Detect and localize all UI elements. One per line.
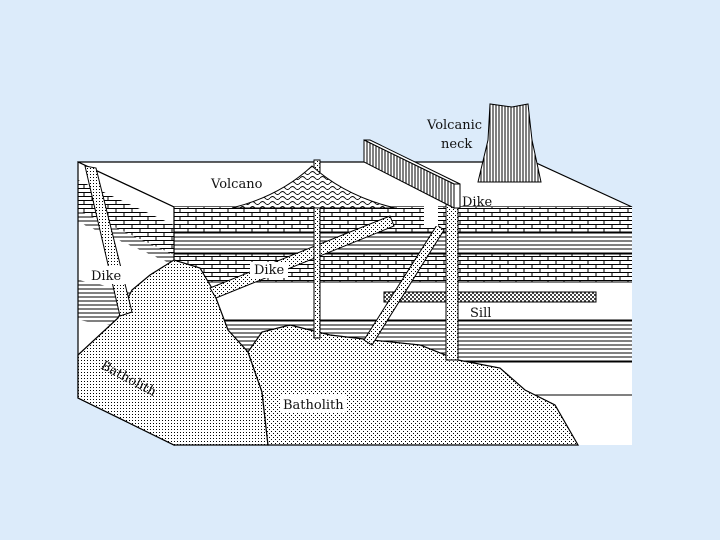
volcano-cone [231, 165, 396, 209]
dike-diagonal-right [363, 224, 445, 346]
limestone-layer [174, 207, 632, 232]
label-volcanic-neck-line2: neck [441, 137, 472, 152]
label-dike-top: Dike [462, 195, 492, 210]
label-sill: Sill [470, 306, 491, 321]
shale-layer [174, 232, 632, 254]
sill [383, 291, 597, 303]
batholith-front [247, 324, 580, 446]
label-batholith-front: Batholith [283, 398, 344, 413]
label-volcanic-neck-line1: Volcanic [426, 118, 482, 133]
label-volcano: Volcano [210, 177, 263, 192]
label-dike-left: Dike [91, 269, 121, 284]
label-dike-middle: Dike [254, 263, 284, 278]
volcanic-neck [477, 103, 542, 183]
dike-vertical-right [445, 203, 459, 361]
